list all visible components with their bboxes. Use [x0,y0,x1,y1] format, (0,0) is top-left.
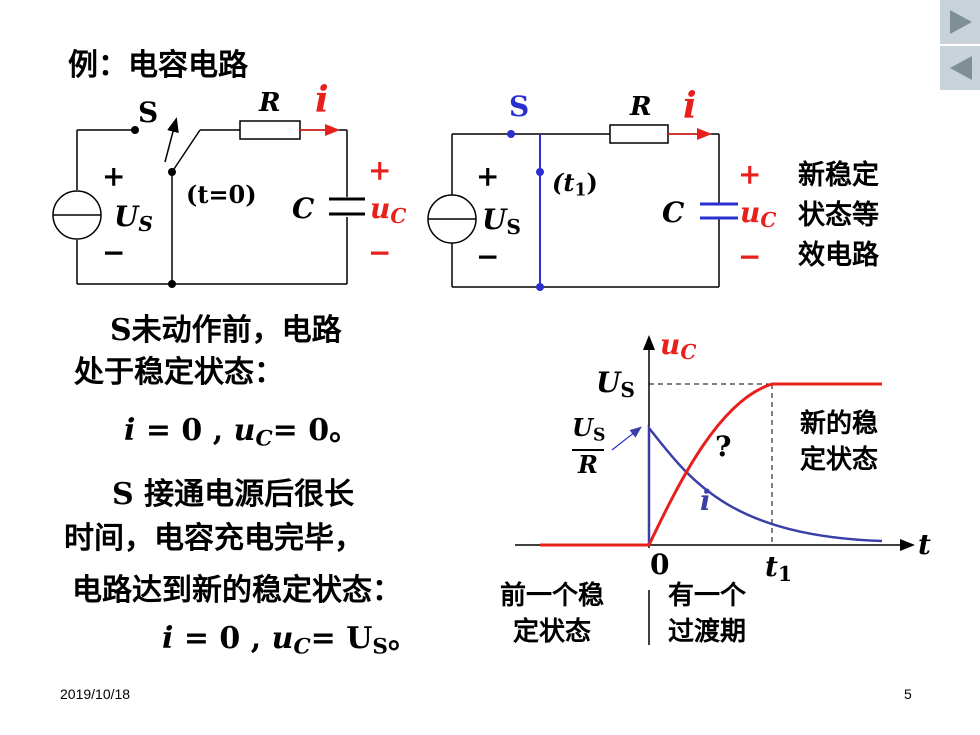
c2-voltage-minus: − [738,240,762,273]
prev-slide-button[interactable] [940,46,980,90]
footer-date: 2019/10/18 [60,686,131,702]
c2-note-line: 状态等 [798,200,879,231]
circuit-2 [427,124,720,288]
fraction-denominator: R [578,450,598,480]
graph-prev-state: 前一个稳 定状态 [500,578,604,650]
after-line-2: 时间，电容充电完毕， [64,521,364,556]
graph-new-state: 新的稳 定状态 [800,406,878,478]
after-line-1: S 接通电源后很长 [112,477,355,512]
circuit-1 [52,120,365,285]
c2-voltage-plus: + [738,158,762,191]
c1-voltage-label: uC [370,192,407,229]
graph-current-label: i [700,484,711,517]
graph-us-over-r: US R [572,414,605,480]
before-line-2: 处于稳定状态： [74,355,284,390]
voltage-curve [540,382,882,547]
play-left-icon [950,56,972,80]
c1-voltage-plus: + [368,154,392,187]
current-curve [540,424,883,547]
c2-source-plus: + [476,160,500,193]
c1-source-plus: + [102,160,126,193]
graph-transition-line: 有一个 [668,581,747,611]
graph-zero-label: 0 [650,548,670,581]
graph-us-label: US [596,366,635,403]
c1-voltage-minus: − [368,236,392,269]
graph-prev-state-line: 定状态 [513,617,592,647]
c1-source-label: US [114,200,153,237]
node-short-top [536,168,544,176]
c2-switch-label: S [509,90,530,123]
switch-arrow [164,117,179,163]
before-line-1: S未动作前，电路 [110,313,342,348]
graph-new-state-line: 定状态 [800,445,879,475]
c1-source-minus: − [102,236,126,269]
c1-switch-time: (t=0) [186,180,257,209]
c2-note: 新稳定 状态等 效电路 [798,156,879,276]
c2-time-label: (t1) [552,168,598,201]
c2-note-line: 效电路 [798,240,879,271]
c2-note-line: 新稳定 [798,160,879,191]
graph-y-label: uC [660,328,697,365]
graph-transition-line: 过渡期 [668,617,747,647]
graph-question-mark: ? [715,430,732,463]
slide-title: 例：电容电路 [68,48,248,83]
after-line-3: 电路达到新的稳定状态： [72,573,402,608]
equation-before: i = 0 , uC= 0。 [124,413,360,452]
graph-prev-state-line: 前一个稳 [500,581,605,611]
c1-switch-label: S [138,96,159,129]
fraction-numerator: US [572,414,605,452]
us-r-arrow [611,426,642,451]
switch-node-mid [168,168,176,176]
node-short-bottom [536,283,544,291]
c2-cap-label: C [662,196,685,229]
switch-node-top [131,126,139,134]
graph-transition: 有一个 过渡期 [668,578,746,650]
graph-t1-label: t1 [765,550,792,587]
equation-after: i = 0 , uC= US。 [162,621,418,660]
graph-new-state-line: 新的稳 [800,409,879,439]
c2-source-label: US [482,203,521,240]
switch-node-bottom [168,280,176,288]
c1-cap-label: C [292,192,315,225]
c1-current-label: i [315,79,329,121]
c2-voltage-label: uC [740,196,777,233]
c1-resistor-label: R [259,88,281,118]
footer-page-number: 5 [904,686,912,702]
node-s [507,130,515,138]
c2-current-label: i [683,85,697,127]
c2-resistor-label: R [630,92,652,122]
play-right-icon [950,10,972,34]
graph-x-label: t [918,528,931,561]
next-slide-button[interactable] [940,0,980,44]
c2-source-minus: − [476,240,500,273]
